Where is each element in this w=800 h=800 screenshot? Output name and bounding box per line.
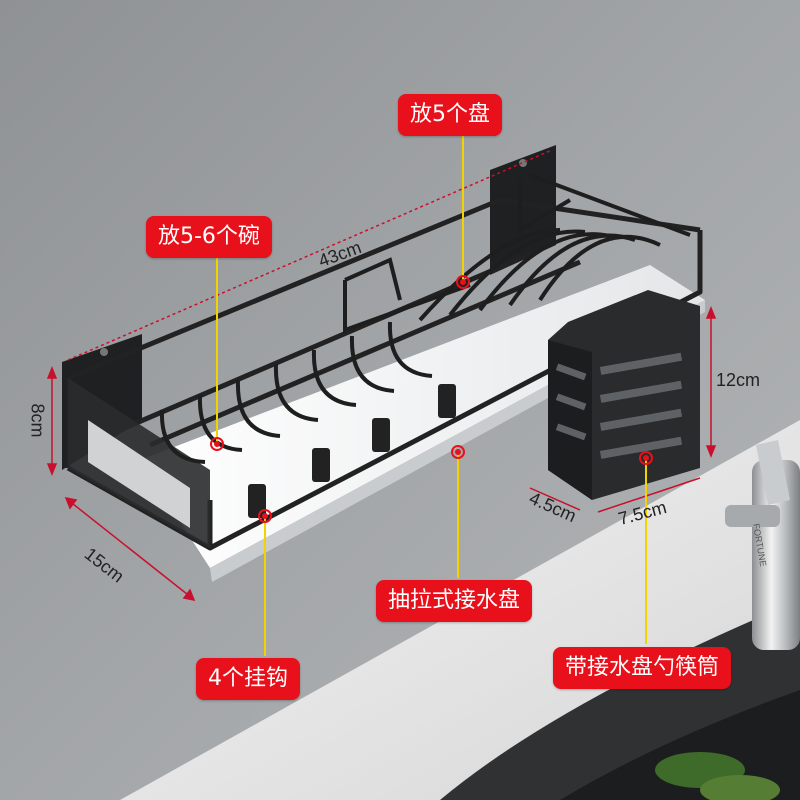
- callout-bowls: 放5-6个碗: [146, 216, 272, 258]
- leader-lines: [216, 130, 647, 656]
- faucet: [725, 440, 800, 650]
- dimension-lines: [46, 149, 717, 602]
- dimension-height-right: 12cm: [716, 370, 761, 390]
- callout-drip-tray: 抽拉式接水盘: [376, 580, 533, 622]
- callout-markers: [210, 275, 653, 523]
- hook-shapes: [248, 384, 456, 518]
- callout-hooks: 4个挂钩: [196, 658, 300, 700]
- plate-rack-wires: [343, 173, 691, 333]
- callout-plates: 放5个盘: [398, 94, 502, 136]
- dimension-height-left: 8cm: [27, 403, 48, 438]
- bowl-rack-wires: [159, 321, 433, 464]
- rack-front-panel: [68, 378, 210, 548]
- callout-utensil-holder: 带接水盘勺筷筒: [553, 647, 732, 689]
- utensil-holder-shape: [548, 290, 700, 500]
